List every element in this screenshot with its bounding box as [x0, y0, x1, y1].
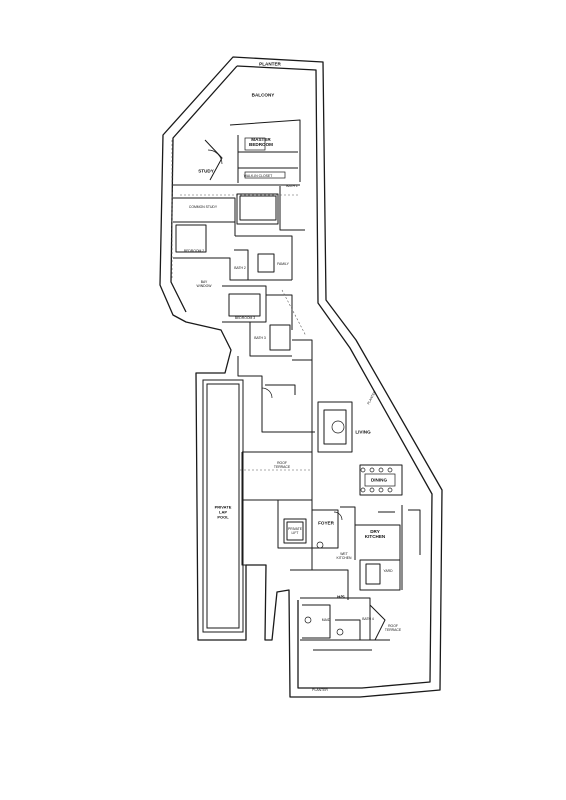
label-common-study: COMMON STUDY — [188, 205, 218, 209]
inner-planter-line — [236, 65, 433, 689]
label-hs: H/S — [337, 594, 345, 600]
label-private-lap-pool: PRIVATE LAP POOL — [214, 504, 232, 520]
label-living: LIVING — [355, 429, 371, 435]
label-bath-2: BATH 2 — [234, 266, 246, 270]
lap-pool — [202, 379, 244, 633]
label-bedroom-3: BEDROOM 3 — [234, 316, 256, 320]
label-balcony: BALCONY — [251, 92, 275, 98]
label-master-bedroom: MASTER BEDROOM — [249, 137, 273, 147]
label-family: FAMILY — [277, 262, 289, 266]
label-wet-kitchen: WET KITCHEN — [336, 552, 352, 560]
label-foyer: FOYER — [318, 520, 334, 526]
label-dry-kitchen: DRY KITCHEN — [364, 529, 386, 539]
label-private-lift: PRIVATE LIFT — [287, 527, 303, 535]
label-bay-window: BAY WINDOW — [196, 280, 212, 288]
label-bath-4: BATH 4 — [362, 617, 374, 621]
label-bath-1: BATH 1 — [286, 184, 298, 188]
label-planter-top: PLANTER — [259, 61, 281, 67]
label-roof-terrace: ROOF TERRACE — [273, 461, 291, 469]
outer-perimeter — [159, 56, 443, 698]
label-yard: YARD — [383, 569, 393, 573]
label-bedroom-2: BEDROOM 2 — [183, 249, 205, 253]
label-planter-bottom: PLANTER — [312, 688, 328, 692]
label-roof-terrace-small: ROOF TERRACE — [384, 624, 402, 632]
label-maid: MAID — [321, 618, 331, 622]
label-dining: DINING — [370, 477, 388, 483]
label-bath-3: BATH 3 — [254, 336, 266, 340]
label-study: STUDY — [198, 168, 214, 174]
label-walk-in-closet: WALK-IN CLOSET — [243, 174, 273, 178]
